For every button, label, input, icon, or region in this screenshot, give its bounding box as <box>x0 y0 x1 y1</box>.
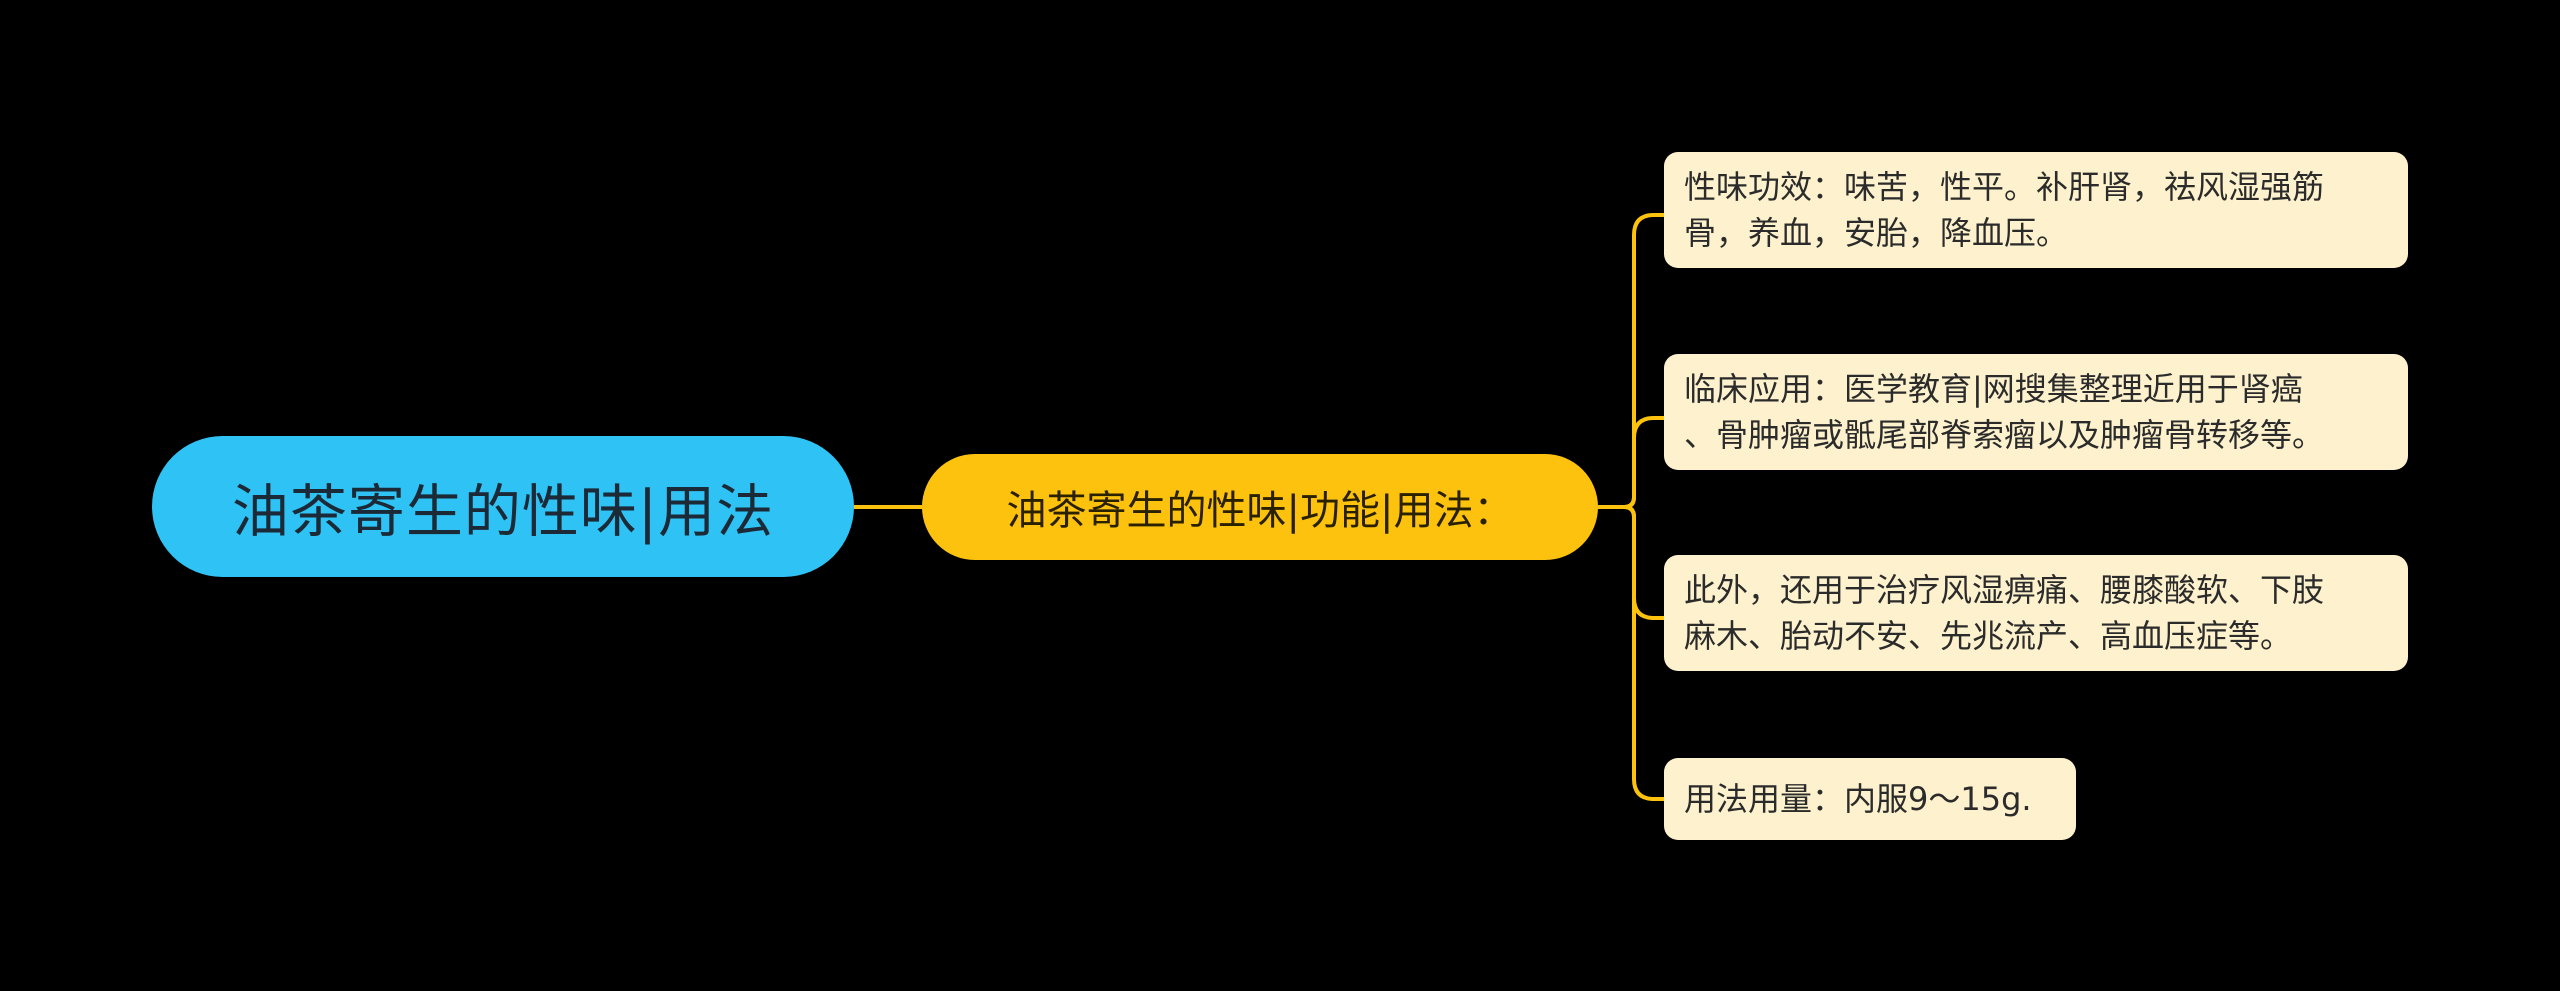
leaf-node-dosage[interactable]: 用法用量：内服9～15g. <box>1664 758 2076 840</box>
leaf-node-properties[interactable]: 性味功效：味苦，性平。补肝肾，祛风湿强筋 骨，养血，安胎，降血压。 <box>1664 152 2408 268</box>
leaf-node-text: 、骨肿瘤或骶尾部脊索瘤以及肿瘤骨转移等。 <box>1684 416 2325 454</box>
connector-branch-to-leaf-1 <box>1598 213 1664 509</box>
leaf-node-text: 性味功效：味苦，性平。补肝肾，祛风湿强筋 <box>1684 168 2325 206</box>
leaf-node-other-uses[interactable]: 此外，还用于治疗风湿痹痛、腰膝酸软、下肢 麻木、胎动不安、先兆流产、高血压症等。 <box>1664 555 2408 671</box>
leaf-node-clinical-use[interactable]: 临床应用：医学教育|网搜集整理近用于肾癌 、骨肿瘤或骶尾部脊索瘤以及肿瘤骨转移等… <box>1664 354 2408 470</box>
connector-branch-to-leaf-3 <box>1623 505 1664 620</box>
leaf-node-text: 临床应用：医学教育|网搜集整理近用于肾癌 <box>1684 370 2303 408</box>
root-node-label: 油茶寄生的性味|用法 <box>231 478 775 545</box>
connector-branch-to-leaf-2 <box>1623 416 1664 509</box>
leaf-node-text: 骨，养血，安胎，降血压。 <box>1684 214 2069 252</box>
branch-node[interactable]: 油茶寄生的性味|功能|用法： <box>922 454 1598 560</box>
branch-node-label: 油茶寄生的性味|功能|用法： <box>1006 488 1514 534</box>
connector-branch-to-leaf-4 <box>1623 505 1664 801</box>
leaf-node-text: 用法用量：内服9～15g. <box>1684 780 2032 818</box>
root-node[interactable]: 油茶寄生的性味|用法 <box>152 436 854 577</box>
leaf-node-text: 此外，还用于治疗风湿痹痛、腰膝酸软、下肢 <box>1684 571 2325 609</box>
leaf-node-text: 麻木、胎动不安、先兆流产、高血压症等。 <box>1684 617 2293 655</box>
